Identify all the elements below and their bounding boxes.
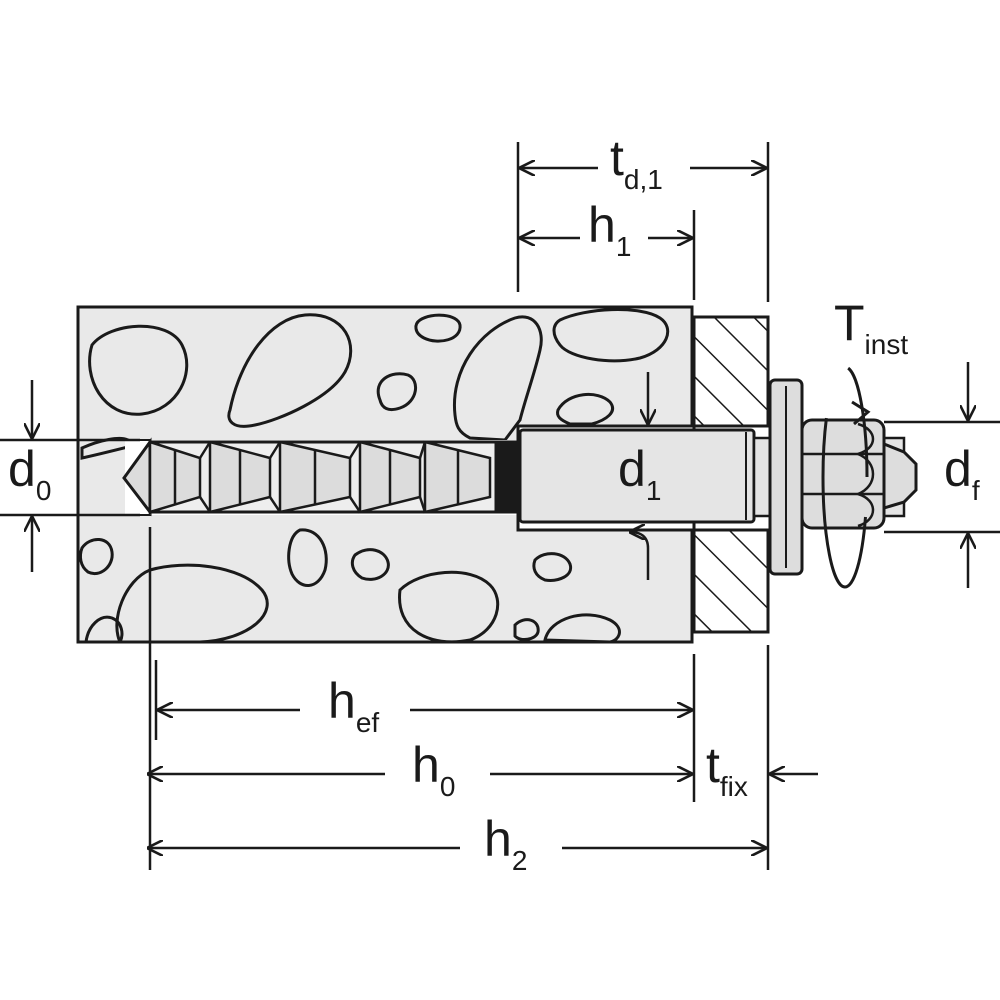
label-tfix: tfix — [706, 737, 748, 802]
washer — [768, 378, 804, 576]
label-tfix-main: t — [706, 737, 720, 793]
label-tinst: Tinst — [834, 295, 908, 360]
label-df: df — [944, 441, 980, 506]
label-df-sub: f — [972, 475, 980, 506]
label-hef-main: h — [328, 673, 356, 729]
dimension-d1-bottom — [630, 532, 650, 580]
anchor-threads — [148, 440, 492, 514]
label-h2: h2 — [484, 811, 527, 876]
bolt-end — [882, 441, 918, 511]
label-hef-sub: ef — [356, 707, 380, 738]
label-d0-sub: 0 — [36, 475, 52, 506]
label-tfix-sub: fix — [720, 771, 748, 802]
label-h0-sub: 0 — [440, 771, 456, 802]
torque-arrow — [821, 365, 871, 589]
fixture-plate — [692, 315, 770, 634]
label-d1-sub: 1 — [646, 475, 662, 506]
label-df-main: d — [944, 441, 972, 497]
label-td1-sub: d,1 — [624, 164, 663, 195]
label-tinst-main: T — [834, 295, 865, 351]
label-h1-sub: 1 — [616, 231, 632, 262]
label-h1-main: h — [588, 197, 616, 253]
label-td1-main: t — [610, 130, 624, 186]
dimension-lines — [32, 168, 968, 848]
label-h2-sub: 2 — [512, 845, 528, 876]
label-tinst-sub: inst — [865, 329, 909, 360]
label-d0-main: d — [8, 441, 36, 497]
extension-lines — [0, 142, 1000, 870]
anchor-collar — [494, 440, 520, 514]
label-d1: d1 — [618, 441, 661, 506]
label-d0: d0 — [8, 441, 51, 506]
label-h0: h0 — [412, 737, 455, 802]
label-h2-main: h — [484, 811, 512, 867]
label-h0-main: h — [412, 737, 440, 793]
label-td1: td,1 — [610, 130, 663, 195]
aggregate-stones — [78, 308, 670, 642]
label-hef: hef — [328, 673, 379, 738]
label-d1-main: d — [618, 441, 646, 497]
labels: td,1 h1 Tinst d0 d1 df hef h0 tfix h2 — [8, 130, 980, 876]
label-h1: h1 — [588, 197, 631, 262]
